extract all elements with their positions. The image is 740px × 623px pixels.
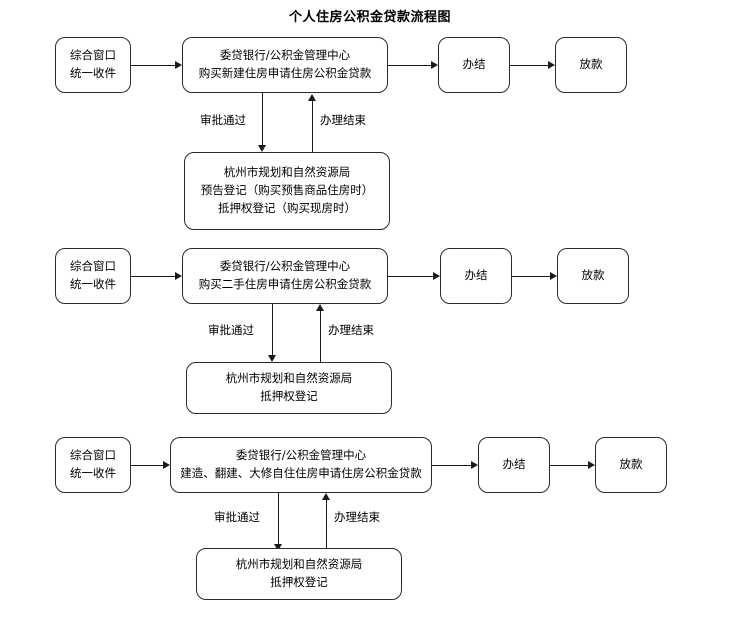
arrowhead-settle-to-disburse-row2 bbox=[550, 272, 557, 280]
disburse-box-row2: 放款 bbox=[557, 248, 629, 304]
edge-main-to-registry-row3 bbox=[278, 493, 279, 545]
arrowhead-registry-to-main-row1 bbox=[308, 94, 316, 101]
arrowhead-settle-to-disburse-row3 bbox=[588, 461, 595, 469]
main-box-row3: 委贷银行/公积金管理中心 建造、翻建、大修自住住房申请住房公积金贷款 bbox=[170, 437, 432, 493]
edge-label-approved-row1: 审批通过 bbox=[200, 113, 246, 127]
main-line2: 建造、翻建、大修自住住房申请住房公积金贷款 bbox=[180, 466, 422, 480]
arrowhead-intake-to-main-row2 bbox=[175, 272, 182, 280]
settle-label: 办结 bbox=[464, 268, 488, 283]
edge-registry-to-main-row2 bbox=[320, 310, 321, 362]
intake-line1: 综合窗口 bbox=[70, 448, 116, 463]
registry-line2: 抵押权登记 bbox=[260, 389, 318, 403]
edge-registry-to-main-row1 bbox=[312, 100, 313, 152]
edge-label-completed-row2: 办理结束 bbox=[328, 323, 374, 337]
arrowhead-registry-to-main-row3 bbox=[322, 493, 330, 500]
intake-line2: 统一收件 bbox=[70, 66, 116, 80]
main-line2: 购买新建住房申请住房公积金贷款 bbox=[198, 66, 372, 80]
disburse-box-row3: 放款 bbox=[595, 437, 667, 493]
main-line1: 委贷银行/公积金管理中心 bbox=[219, 48, 351, 63]
disburse-label: 放款 bbox=[619, 457, 643, 472]
disburse-box-row1: 放款 bbox=[555, 37, 627, 93]
disburse-label: 放款 bbox=[579, 57, 603, 72]
page-title: 个人住房公积金贷款流程图 bbox=[288, 10, 451, 25]
edge-main-to-registry-row2 bbox=[272, 304, 273, 356]
main-line2: 购买二手住房申请住房公积金贷款 bbox=[198, 277, 372, 291]
arrowhead-registry-to-main-row2 bbox=[316, 304, 324, 311]
intake-line2: 统一收件 bbox=[70, 466, 116, 480]
arrowhead-settle-to-disburse-row1 bbox=[548, 61, 555, 69]
registry-box-row2: 杭州市规划和自然资源局 抵押权登记 bbox=[186, 362, 392, 414]
registry-line3: 抵押权登记（购买现房时） bbox=[218, 200, 356, 215]
settle-label: 办结 bbox=[502, 457, 526, 472]
intake-box-row2: 综合窗口 统一收件 bbox=[55, 248, 131, 304]
edge-settle-to-disburse-row1 bbox=[510, 65, 550, 66]
registry-box-row3: 杭州市规划和自然资源局 抵押权登记 bbox=[196, 548, 402, 600]
settle-box-row2: 办结 bbox=[440, 248, 512, 304]
registry-line2: 抵押权登记 bbox=[270, 575, 328, 589]
arrowhead-main-to-settle-row2 bbox=[433, 272, 440, 280]
edge-settle-to-disburse-row3 bbox=[550, 465, 590, 466]
settle-label: 办结 bbox=[462, 57, 486, 72]
arrowhead-main-to-registry-row3 bbox=[274, 544, 282, 551]
arrowhead-main-to-settle-row3 bbox=[471, 461, 478, 469]
edge-main-to-registry-row1 bbox=[262, 93, 263, 146]
arrowhead-intake-to-main-row1 bbox=[175, 61, 182, 69]
edge-intake-to-main-row1 bbox=[131, 65, 175, 66]
arrowhead-main-to-registry-row2 bbox=[268, 355, 276, 362]
edge-registry-to-main-row3 bbox=[326, 499, 327, 551]
registry-line1: 杭州市规划和自然资源局 bbox=[223, 165, 351, 180]
intake-line1: 综合窗口 bbox=[70, 48, 116, 63]
intake-box-row3: 综合窗口 统一收件 bbox=[55, 437, 131, 493]
edge-label-completed-row3: 办理结束 bbox=[334, 510, 380, 524]
arrowhead-intake-to-main-row3 bbox=[163, 461, 170, 469]
edge-intake-to-main-row2 bbox=[131, 276, 175, 277]
intake-line2: 统一收件 bbox=[70, 277, 116, 291]
main-box-row2: 委贷银行/公积金管理中心 购买二手住房申请住房公积金贷款 bbox=[182, 248, 388, 304]
registry-box-row1: 杭州市规划和自然资源局 预告登记（购买预售商品住房时） 抵押权登记（购买现房时） bbox=[184, 152, 390, 230]
disburse-label: 放款 bbox=[581, 268, 605, 283]
edge-main-to-settle-row1 bbox=[388, 65, 432, 66]
registry-line2: 预告登记（购买预售商品住房时） bbox=[200, 183, 374, 198]
main-line1: 委贷银行/公积金管理中心 bbox=[219, 259, 351, 274]
main-line1: 委贷银行/公积金管理中心 bbox=[235, 448, 367, 463]
edge-label-completed-row1: 办理结束 bbox=[320, 113, 366, 127]
registry-line1: 杭州市规划和自然资源局 bbox=[235, 557, 363, 572]
edge-main-to-settle-row2 bbox=[388, 276, 434, 277]
registry-line1: 杭州市规划和自然资源局 bbox=[225, 371, 353, 386]
edge-label-approved-row2: 审批通过 bbox=[208, 323, 254, 337]
settle-box-row3: 办结 bbox=[478, 437, 550, 493]
intake-box-row1: 综合窗口 统一收件 bbox=[55, 37, 131, 93]
edge-settle-to-disburse-row2 bbox=[512, 276, 552, 277]
arrowhead-main-to-settle-row1 bbox=[431, 61, 438, 69]
edge-intake-to-main-row3 bbox=[131, 465, 163, 466]
edge-main-to-settle-row3 bbox=[432, 465, 472, 466]
main-box-row1: 委贷银行/公积金管理中心 购买新建住房申请住房公积金贷款 bbox=[182, 37, 388, 93]
intake-line1: 综合窗口 bbox=[70, 259, 116, 274]
settle-box-row1: 办结 bbox=[438, 37, 510, 93]
arrowhead-main-to-registry-row1 bbox=[258, 145, 266, 152]
edge-label-approved-row3: 审批通过 bbox=[214, 510, 260, 524]
